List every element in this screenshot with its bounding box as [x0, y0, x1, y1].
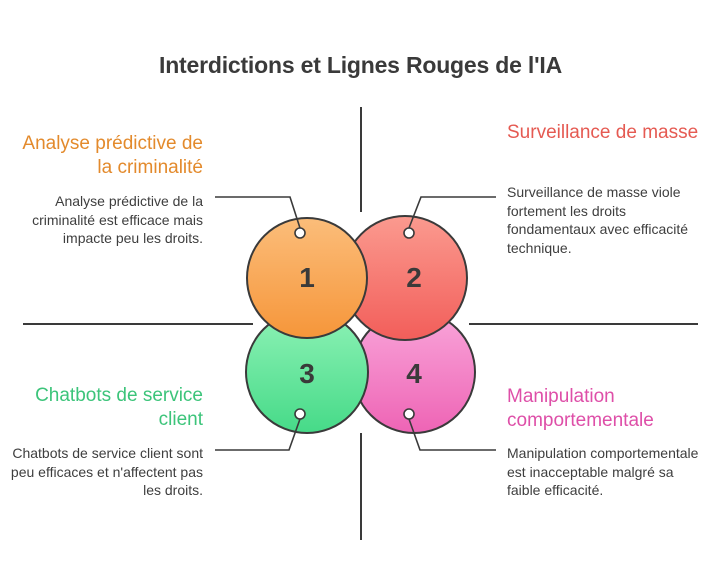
quadrant-3-description: Chatbots de service client sont peu effi…	[10, 445, 203, 498]
circle-number-4: 4	[406, 358, 422, 389]
circle-number-3: 3	[299, 358, 315, 389]
quadrant-2-description: Surveillance de masse viole fortement le…	[507, 184, 689, 256]
connector-dot-2	[403, 227, 415, 239]
quadrant-4-title: Manipulation comportementale	[507, 386, 654, 431]
quadrant-1-description: Analyse prédictive de la criminalité est…	[32, 193, 203, 246]
quadrant-2-title: Surveillance de masse	[507, 122, 699, 143]
circle-number-2: 2	[406, 262, 422, 293]
diagram-title: Interdictions et Lignes Rouges de l'IA	[159, 52, 562, 78]
quadrant-4-description: Manipulation comportementale est inaccep…	[507, 445, 699, 498]
quadrant-3-title: Chatbots de service client	[35, 385, 203, 430]
connector-dot-3	[294, 408, 306, 420]
circle-1	[246, 217, 368, 339]
quadrant-1-title: Analyse prédictive de la criminalité	[22, 133, 203, 178]
circle-number-1: 1	[299, 262, 315, 293]
connector-dot-1	[294, 227, 306, 239]
connector-2	[408, 196, 496, 229]
connector-dot-4	[403, 408, 415, 420]
connector-4	[408, 418, 496, 451]
connector-3	[215, 418, 301, 451]
connector-1	[215, 196, 301, 229]
